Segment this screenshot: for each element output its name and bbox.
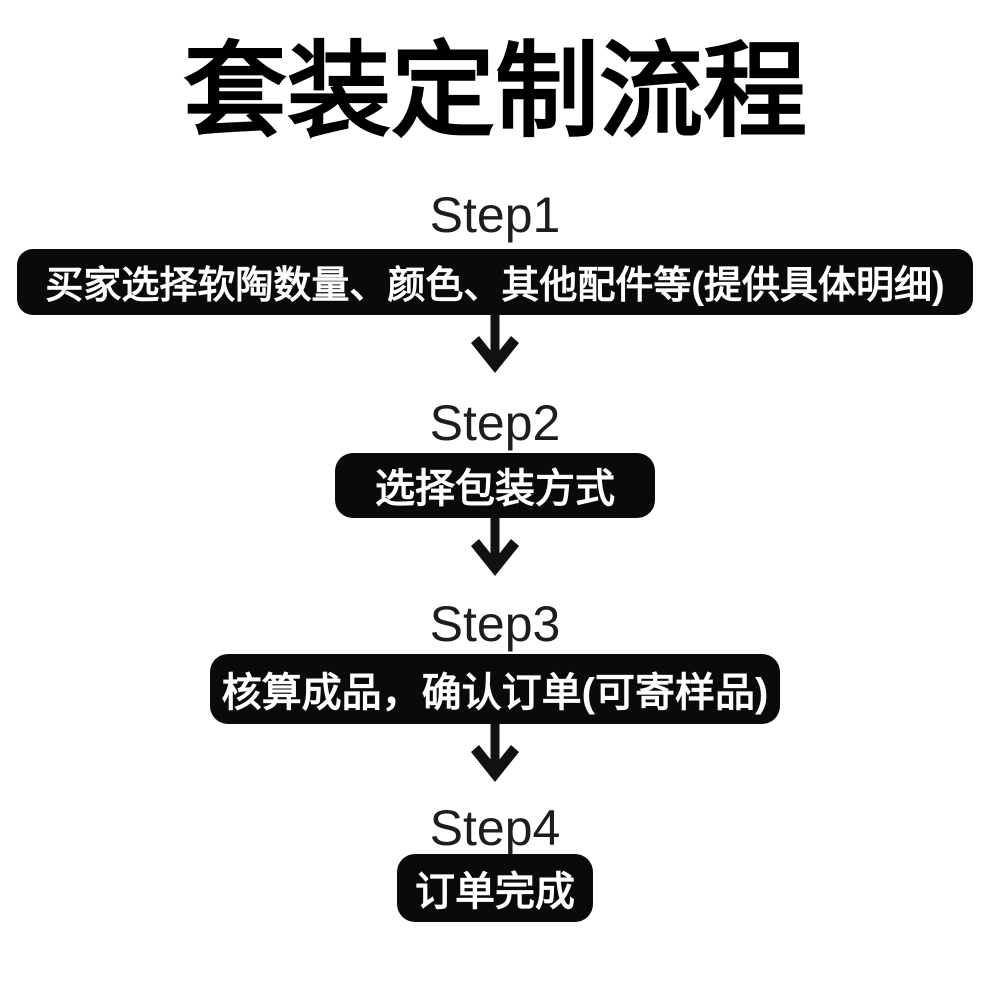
step4-box: 订单完成	[397, 853, 593, 922]
step1-label: Step1	[429, 186, 561, 243]
step2-box: 选择包装方式	[335, 452, 655, 518]
step2-box-text: 选择包装方式	[375, 467, 615, 512]
step3-box-text: 核算成品，确认订单(可寄样品)	[221, 670, 769, 715]
step4-box-text: 订单完成	[415, 869, 575, 914]
step3-label: Step3	[429, 595, 561, 652]
step4-label: Step4	[429, 799, 561, 856]
step2-label: Step2	[429, 394, 561, 451]
down-arrow-icon	[471, 517, 519, 576]
page-title: 套装定制流程	[182, 34, 807, 150]
down-arrow-icon	[471, 314, 519, 373]
step1-box: 买家选择软陶数量、颜色、其他配件等(提供具体明细)	[17, 248, 973, 315]
down-arrow-icon	[471, 723, 519, 782]
step1-box-text: 买家选择软陶数量、颜色、其他配件等(提供具体明细)	[45, 265, 945, 308]
step3-box: 核算成品，确认订单(可寄样品)	[210, 653, 780, 724]
